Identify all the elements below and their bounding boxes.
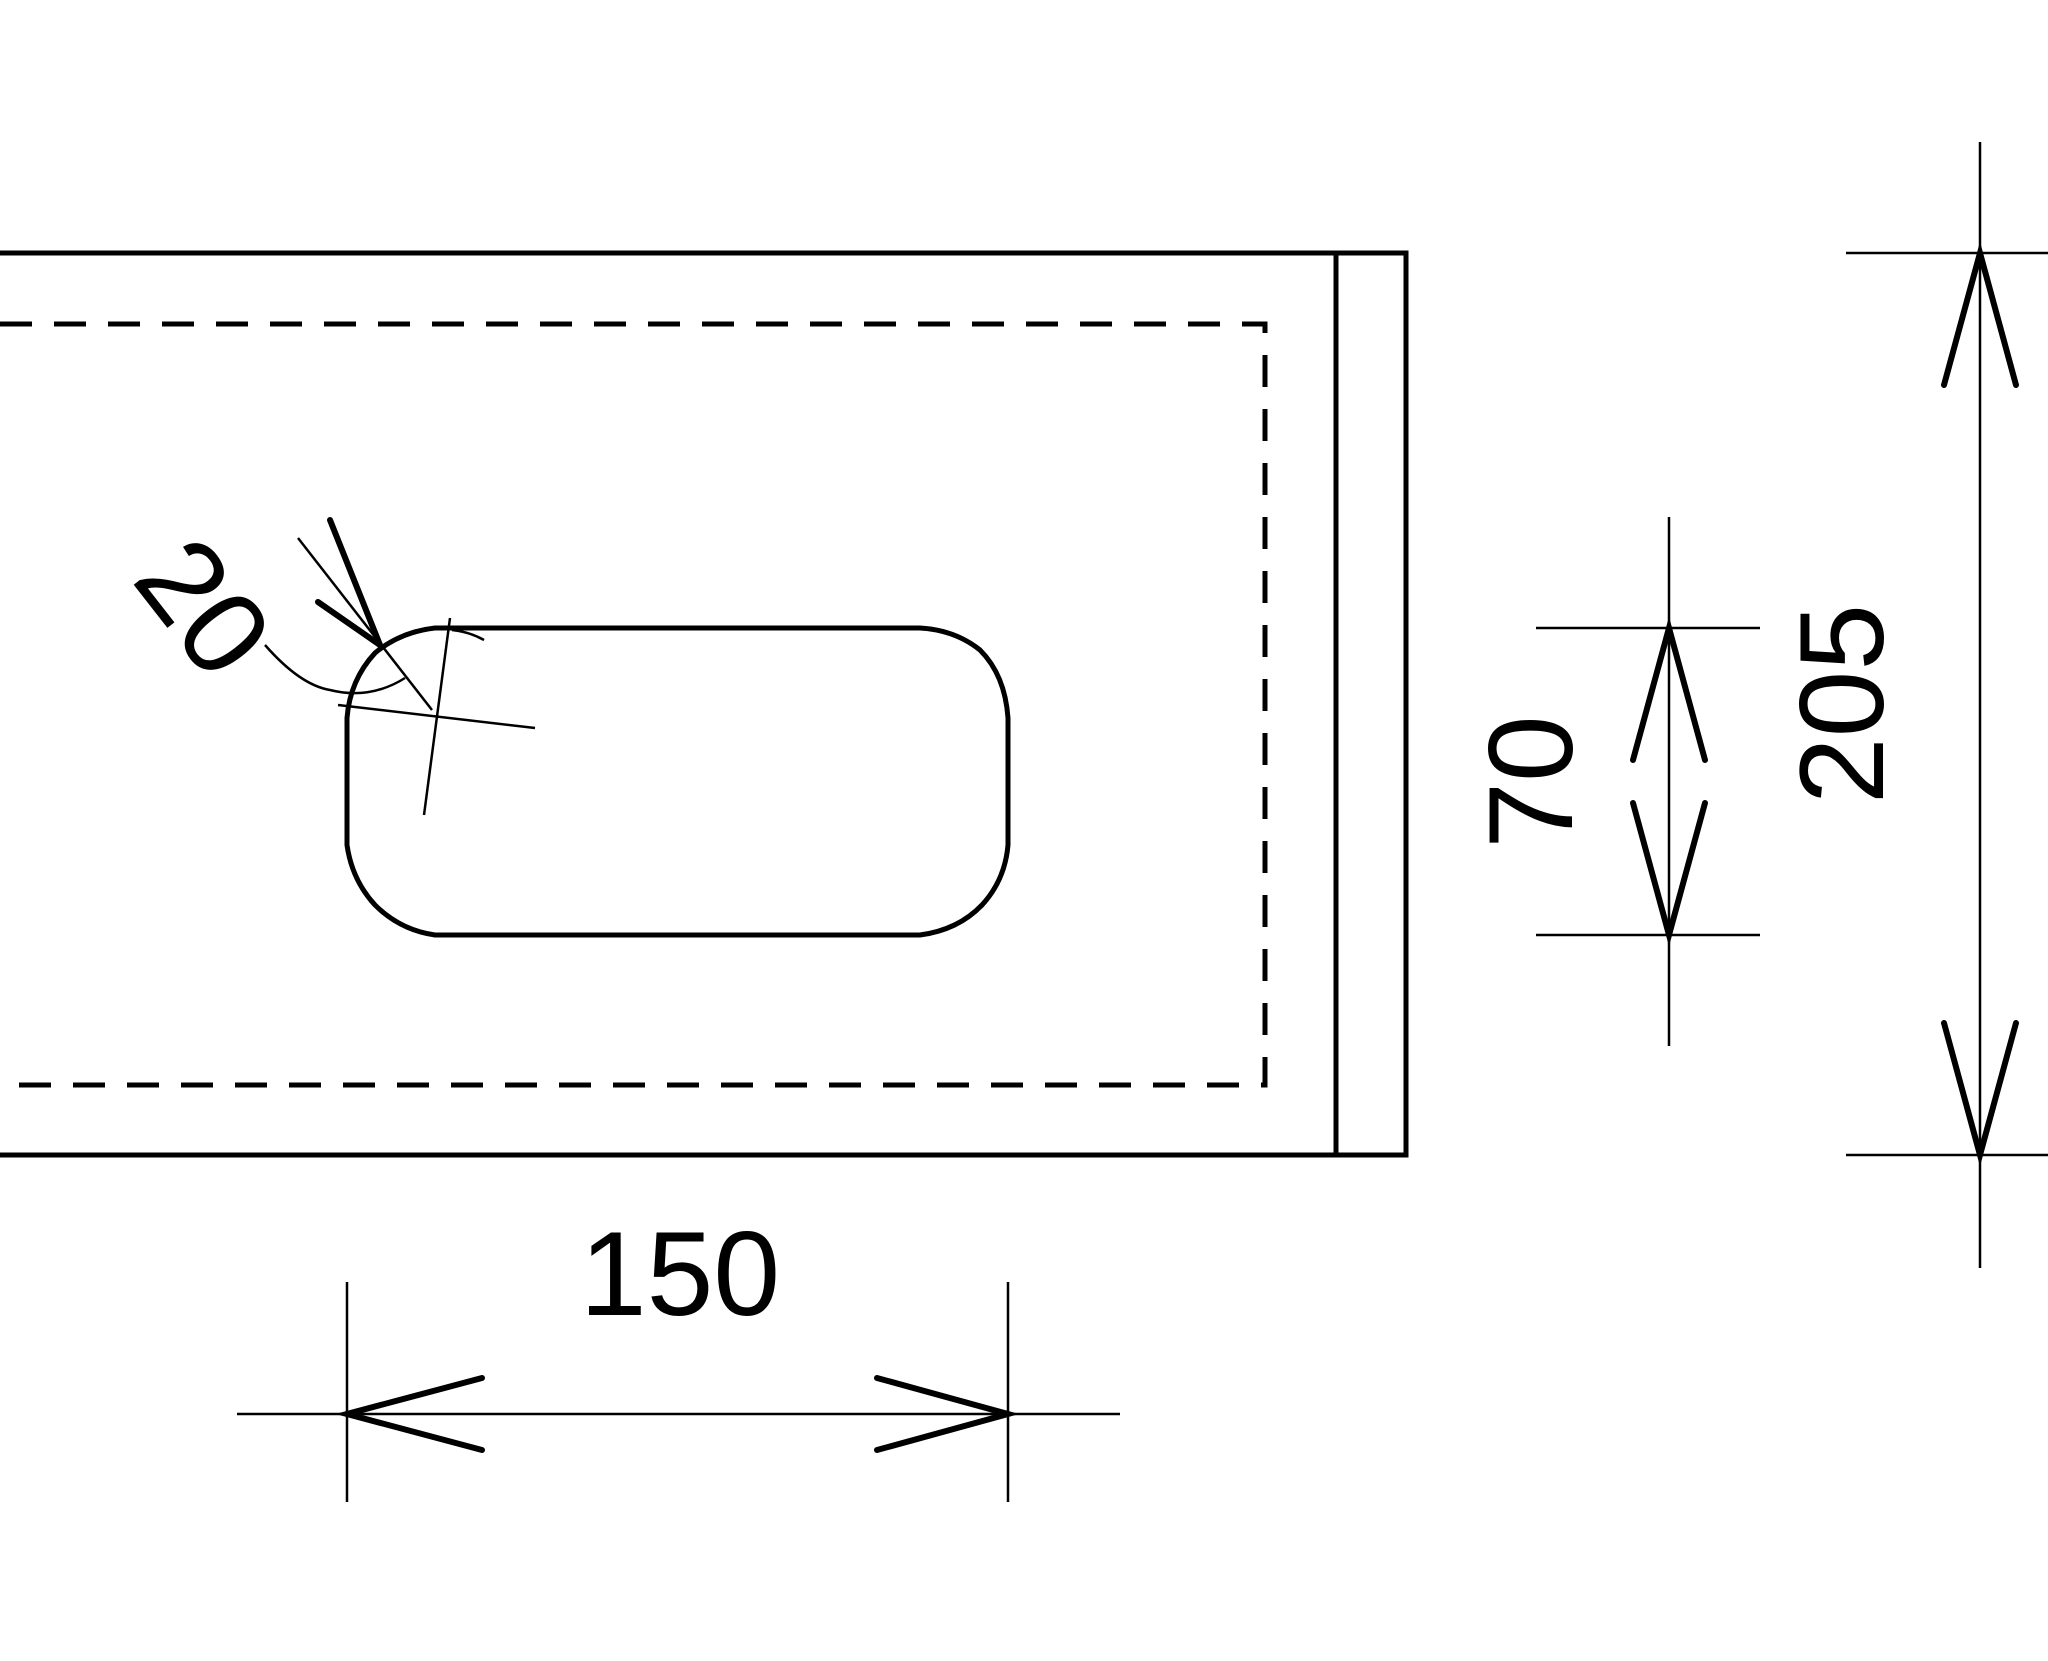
radius-small-arc [451, 628, 485, 642]
dim-70-arrow-bottom [1630, 800, 1708, 947]
slot-outline [344, 625, 1011, 938]
dim-205-arrow-bottom [1941, 1020, 2019, 1167]
plate-outline [0, 250, 1409, 1158]
radius-arrow-head [315, 599, 383, 648]
radius-arrow-shaft [327, 517, 383, 648]
dim-150-label: 150 [580, 1207, 780, 1341]
dim-70-label: 70 [1464, 715, 1598, 848]
radius-leader-line [297, 537, 433, 711]
dim-70-arrow-top [1630, 616, 1708, 763]
dim-150-arrow-left [335, 1375, 485, 1453]
radius-center-line-2 [337, 703, 536, 730]
radius-leader-curve [264, 644, 406, 695]
radius-label: 20 [110, 514, 298, 702]
dashed-inner-boundary [0, 321, 1268, 1088]
dim-205-label: 205 [1775, 604, 1909, 804]
dim-205-arrow-top [1941, 241, 2019, 388]
dim-150-arrow-right [874, 1375, 1020, 1453]
